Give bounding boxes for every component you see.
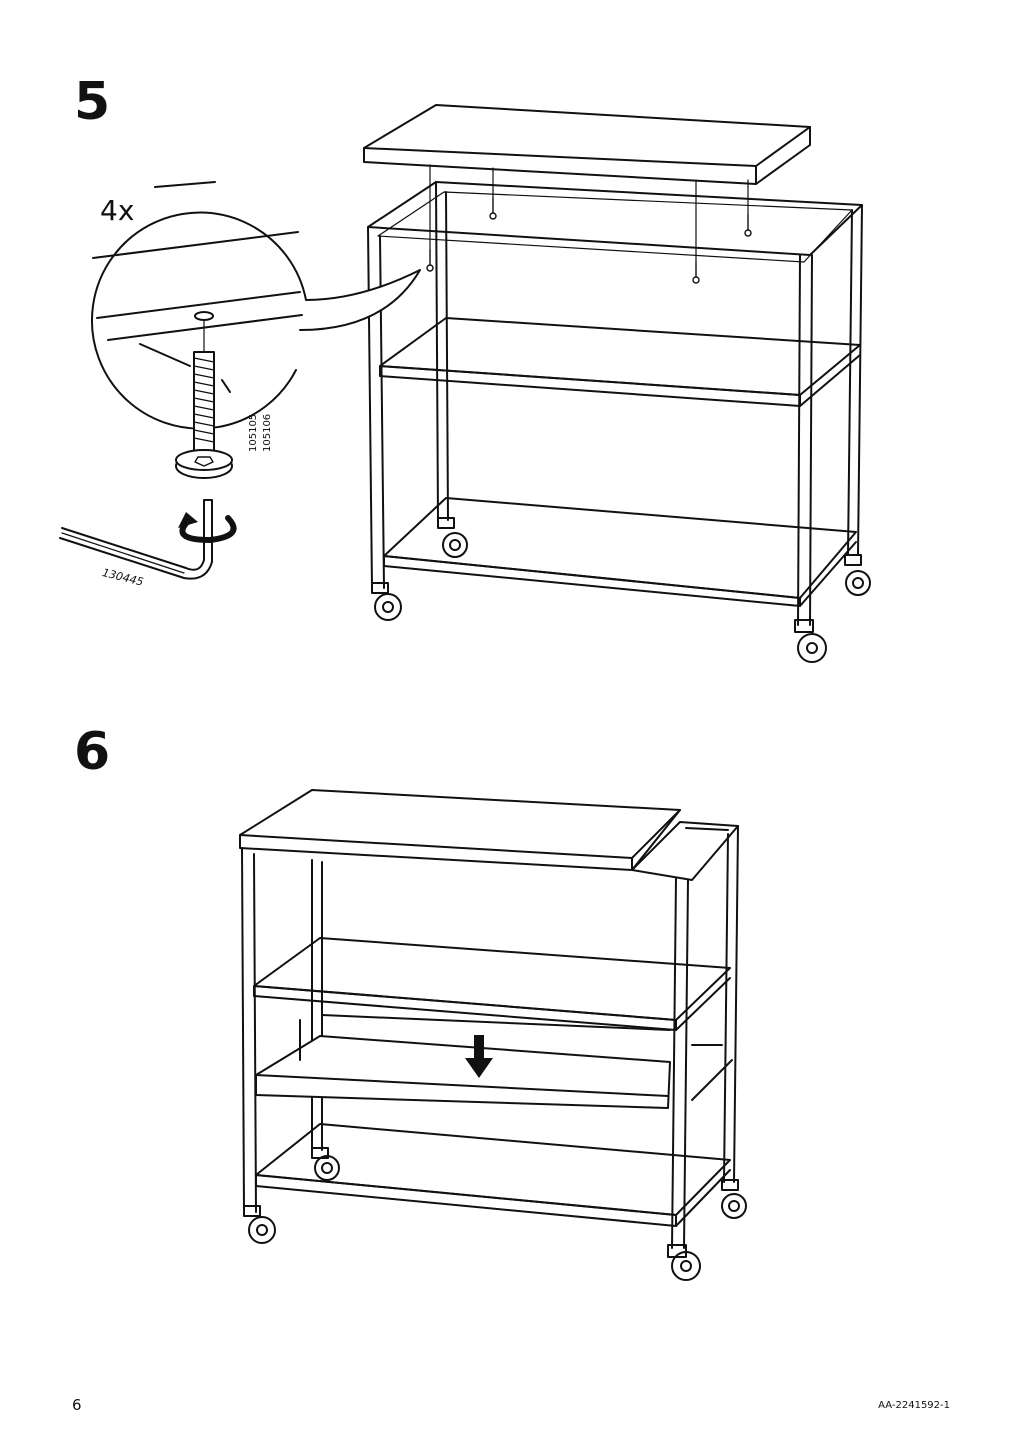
- down-arrow-icon: [465, 1035, 493, 1078]
- detail-callout: [91, 181, 421, 430]
- quantity-label: 4x: [100, 194, 135, 227]
- step-5-number: 5: [74, 72, 110, 132]
- page-number: 6: [72, 1396, 82, 1414]
- part-number-screw-b: 105106: [262, 413, 273, 452]
- screw-icon: [175, 351, 233, 479]
- caster-wheel-icon: [243, 1147, 747, 1281]
- top-board: [363, 104, 811, 185]
- screw-icon: [426, 197, 752, 284]
- rotation-arrow-icon: [178, 512, 237, 543]
- part-number-screw-a: 105105: [248, 413, 259, 452]
- document-code: AA-2241592-1: [878, 1400, 950, 1411]
- step-6-number: 6: [74, 722, 110, 782]
- frame: [367, 181, 863, 626]
- caster-wheel-icon: [371, 517, 871, 663]
- step-5-trolley-drawing: [363, 104, 871, 663]
- step-6-trolley-drawing: [239, 789, 747, 1281]
- allen-key-icon: [59, 499, 213, 580]
